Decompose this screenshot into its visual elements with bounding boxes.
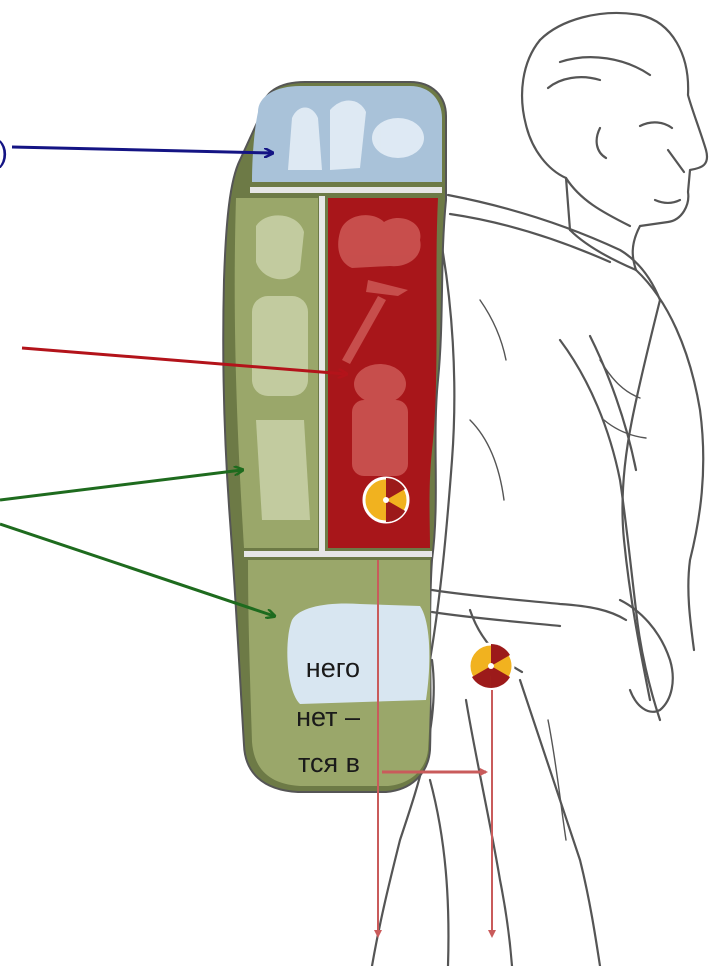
center-of-gravity-icon <box>364 478 408 525</box>
caption-line-3: тся в <box>0 748 360 778</box>
arrow-side-compartment <box>0 470 242 500</box>
caption-line-2: нет – <box>0 702 360 732</box>
caption-line-1: него <box>0 653 360 683</box>
backpack <box>223 82 446 792</box>
center-of-gravity-icon <box>469 644 513 693</box>
paren-mark: ) <box>0 138 8 168</box>
arrow-top-compartment <box>12 147 272 153</box>
